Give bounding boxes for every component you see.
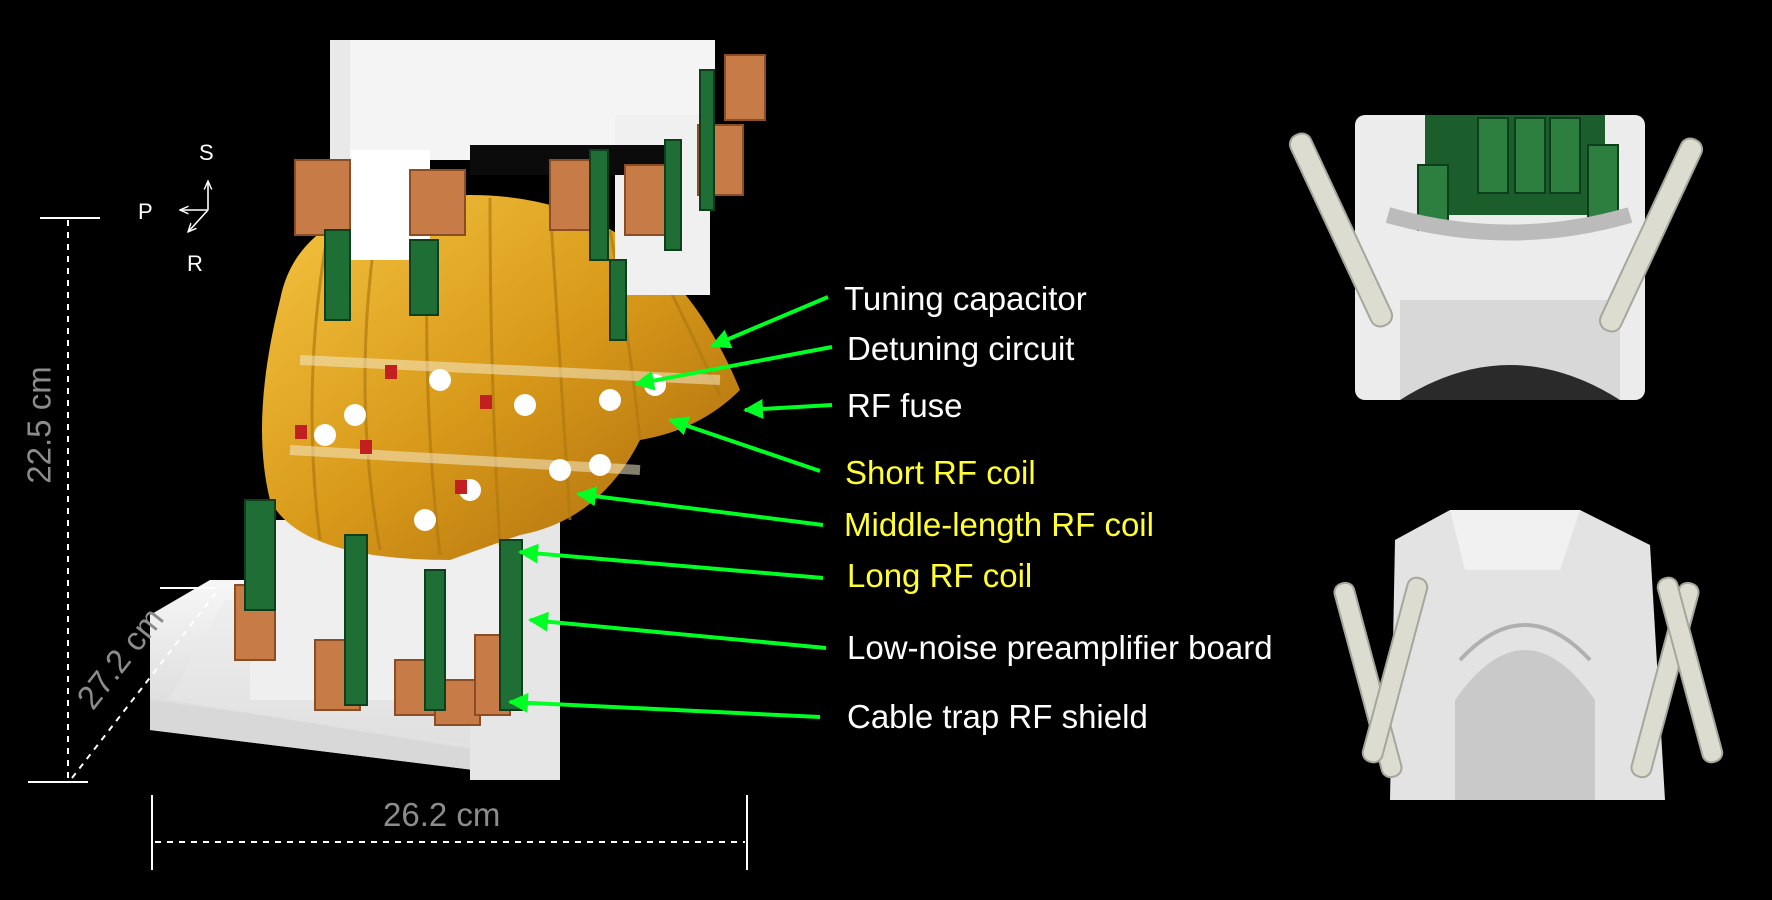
arrow-tuning-capacitor <box>710 295 829 349</box>
coil-array-photo <box>150 40 766 780</box>
height-dimension: 22.5 cm <box>20 366 58 484</box>
arrow-preamp-board <box>528 611 827 650</box>
label-short-rf-coil: Short RF coil <box>845 454 1036 491</box>
label-tuning-capacitor: Tuning capacitor <box>844 280 1087 317</box>
label-cable-trap: Cable trap RF shield <box>847 698 1148 735</box>
arrow-rf-fuse <box>743 398 833 419</box>
label-middle-rf-coil: Middle-length RF coil <box>844 506 1154 543</box>
front-view-photo <box>1333 510 1724 800</box>
callout-arrows <box>508 295 833 719</box>
width-dimension: 26.2 cm <box>383 796 501 833</box>
orientation-indicator <box>180 181 208 232</box>
arrow-long-rf-coil <box>518 543 824 580</box>
label-detuning-circuit: Detuning circuit <box>847 330 1075 367</box>
right-label: R <box>187 251 203 276</box>
top-view-photo <box>1288 115 1704 400</box>
label-rf-fuse: RF fuse <box>847 387 963 424</box>
arrow-short-rf-coil <box>668 416 821 473</box>
label-long-rf-coil: Long RF coil <box>847 557 1033 594</box>
arrow-cable-trap <box>508 692 821 719</box>
posterior-label: P <box>138 199 153 224</box>
arrow-middle-rf-coil <box>576 486 824 527</box>
dimension-lines <box>28 217 748 870</box>
superior-label: S <box>199 140 214 165</box>
arrow-detuning-circuit <box>634 345 833 391</box>
label-preamp-board: Low-noise preamplifier board <box>847 629 1273 666</box>
